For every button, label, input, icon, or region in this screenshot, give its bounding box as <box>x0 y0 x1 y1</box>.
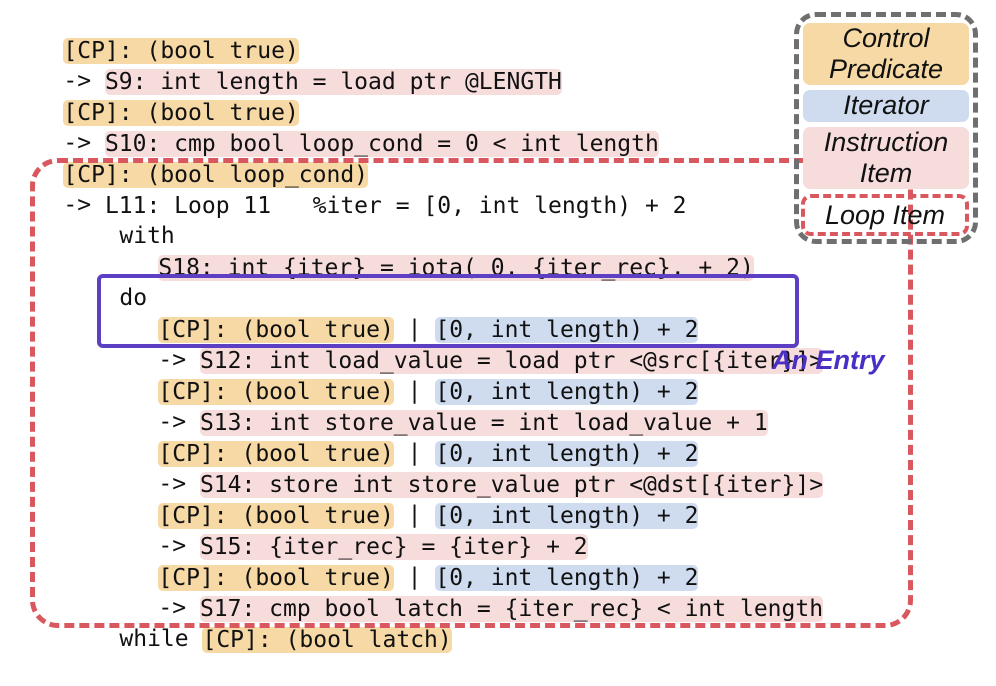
separator-token: | <box>393 564 436 590</box>
iterator-token: [0, int length) + 2 <box>435 440 699 467</box>
iterator-token: [0, int length) + 2 <box>435 378 699 405</box>
separator-token: | <box>393 316 436 342</box>
instruction-token: S15: {iter_rec} = {iter} + 2 <box>199 533 588 560</box>
code-line-7: with <box>64 190 174 249</box>
legend-control-predicate: Control Predicate <box>803 23 969 85</box>
keyword-with: with <box>119 223 175 249</box>
legend-instruction-item-line2: Item <box>859 158 913 188</box>
code-line-6: -> L11: Loop 11 %iter = [0, int length) … <box>8 159 686 219</box>
instruction-token: S13: int store_value = int load_value + … <box>199 409 768 436</box>
keyword-do: do <box>119 285 148 311</box>
code-line-10: [CP]: (bool true) | [0, int length) + 2 <box>103 283 699 343</box>
code-line-9: do <box>64 252 147 311</box>
control-predicate-token: [CP]: (bool latch) <box>202 626 452 653</box>
iterator-token: [0, int length) + 2 <box>435 316 699 343</box>
separator-token: | <box>393 440 436 466</box>
instruction-token: S12: int load_value = load ptr <@src[{it… <box>199 347 824 374</box>
control-predicate-token: [CP]: (bool true) <box>63 99 299 126</box>
legend-iterator: Iterator <box>803 90 969 122</box>
arrow-token: -> <box>158 595 200 621</box>
iterator-token: [0, int length) + 2 <box>435 564 699 591</box>
legend-control-predicate-line2: Predicate <box>828 54 944 84</box>
legend-loop-item: Loop Item <box>801 194 969 236</box>
code-line-17: -> S15: {iter_rec} = {iter} + 2 <box>103 500 588 560</box>
instruction-token: S17: cmp bool latch = {iter_rec} < int l… <box>199 595 824 622</box>
arrow-token: -> <box>63 130 105 156</box>
control-predicate-token: [CP]: (bool true) <box>158 502 394 529</box>
arrow-token: -> <box>63 192 105 218</box>
arrow-token: -> <box>63 68 105 94</box>
arrow-token: -> <box>158 347 200 373</box>
code-line-5: [CP]: (bool loop_cond) <box>8 128 369 188</box>
legend-instruction-item: Instruction Item <box>803 127 969 189</box>
loop-header-token: L11: Loop 11 %iter = [0, int length) + 2 <box>104 192 687 219</box>
keyword-while: while <box>119 626 203 652</box>
code-line-11: -> S12: int load_value = load ptr <@src[… <box>103 314 824 374</box>
arrow-token: -> <box>158 533 200 559</box>
instruction-token: S9: int length = load ptr @LENGTH <box>104 68 562 95</box>
code-line-8: S18: int {iter} = iota( 0, {iter_rec}, +… <box>103 221 754 281</box>
control-predicate-token: [CP]: (bool true) <box>158 440 394 467</box>
code-line-18: [CP]: (bool true) | [0, int length) + 2 <box>103 531 699 591</box>
legend-instruction-item-line1: Instruction <box>823 127 949 157</box>
iterator-token: [0, int length) + 2 <box>435 502 699 529</box>
code-line-12: [CP]: (bool true) | [0, int length) + 2 <box>103 345 699 405</box>
code-line-4: -> S10: cmp bool loop_cond = 0 < int len… <box>8 97 659 157</box>
code-line-2: -> S9: int length = load ptr @LENGTH <box>8 35 562 95</box>
separator-token: | <box>393 502 436 528</box>
code-line-1: [CP]: (bool true) <box>8 4 299 64</box>
code-line-3: [CP]: (bool true) <box>8 66 299 126</box>
code-line-16: [CP]: (bool true) | [0, int length) + 2 <box>103 469 699 529</box>
arrow-token: -> <box>158 471 200 497</box>
control-predicate-token: [CP]: (bool loop_cond) <box>63 161 369 188</box>
code-line-14: [CP]: (bool true) | [0, int length) + 2 <box>103 407 699 467</box>
separator-token: | <box>393 378 436 404</box>
code-line-13: -> S13: int store_value = int load_value… <box>103 376 768 436</box>
control-predicate-token: [CP]: (bool true) <box>158 316 394 343</box>
instruction-token: S14: store int store_value ptr <@dst[{it… <box>199 471 824 498</box>
control-predicate-token: [CP]: (bool true) <box>63 37 299 64</box>
code-line-15: -> S14: store int store_value ptr <@dst[… <box>103 438 824 498</box>
arrow-token: -> <box>158 409 200 435</box>
control-predicate-token: [CP]: (bool true) <box>158 378 394 405</box>
entry-box <box>97 274 799 348</box>
instruction-token: S10: cmp bool loop_cond = 0 < int length <box>104 130 659 157</box>
control-predicate-token: [CP]: (bool true) <box>158 564 394 591</box>
entry-label: An Entry <box>772 345 885 375</box>
legend: Control Predicate Iterator Instruction I… <box>794 12 978 244</box>
code-line-20: while [CP]: (bool latch) <box>64 593 452 653</box>
code-line-19: -> S17: cmp bool latch = {iter_rec} < in… <box>103 562 824 622</box>
legend-control-predicate-line1: Control <box>842 23 930 53</box>
